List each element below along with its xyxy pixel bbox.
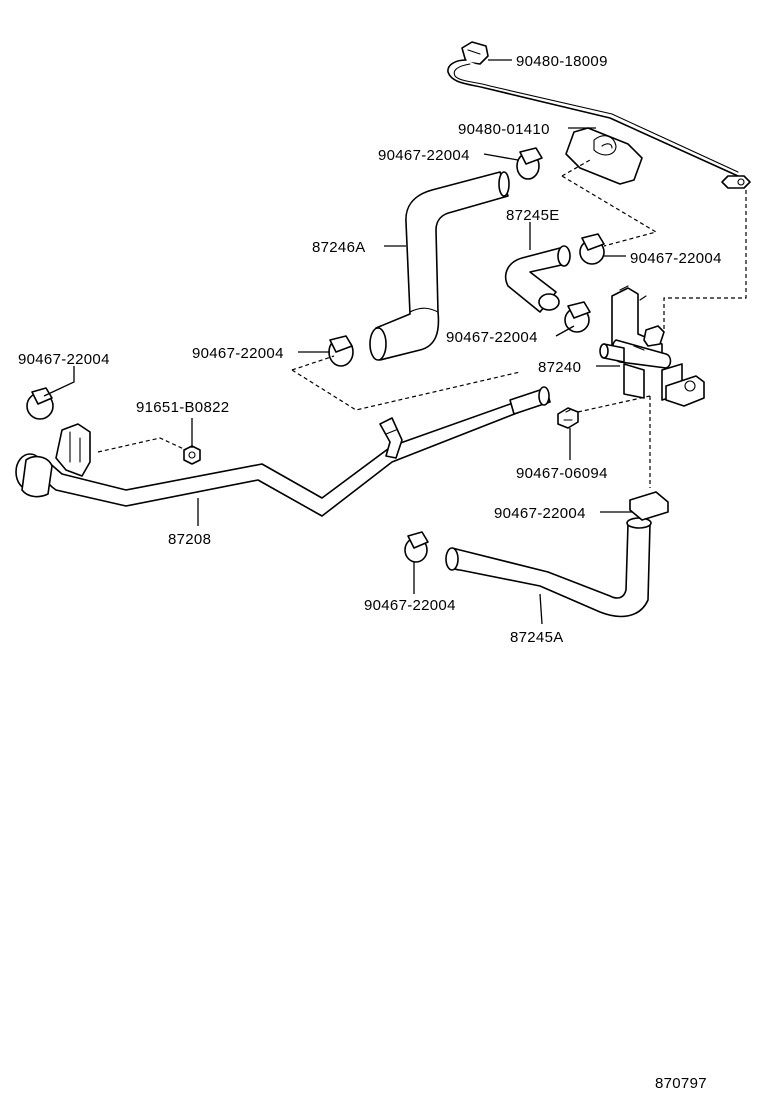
clamp-right[interactable] <box>579 233 605 265</box>
callout-90467-22004-right: 90467-22004 <box>630 250 722 267</box>
clamp-lower-right[interactable] <box>629 491 669 521</box>
callout-90467-22004-lower-center: 90467-22004 <box>364 597 456 614</box>
callout-87240: 87240 <box>538 359 581 376</box>
callout-87246a: 87246A <box>312 239 366 256</box>
water-valve[interactable] <box>599 285 705 407</box>
clip[interactable] <box>557 407 579 429</box>
callout-87245e: 87245E <box>506 207 560 224</box>
callout-90467-06094: 90467-06094 <box>516 465 608 482</box>
hose-87245e[interactable] <box>504 245 571 313</box>
callout-90467-22004-left: 90467-22004 <box>18 351 110 368</box>
grommet[interactable] <box>565 127 643 185</box>
callout-87245a: 87245A <box>510 629 564 646</box>
pipe-87208[interactable] <box>15 386 551 517</box>
clamp-lower-center[interactable] <box>404 531 429 563</box>
callout-90467-22004-mid: 90467-22004 <box>192 345 284 362</box>
callout-90480-18009: 90480-18009 <box>516 53 608 70</box>
hose-87246a[interactable] <box>369 171 510 361</box>
callout-87208: 87208 <box>168 531 211 548</box>
relation-lines <box>97 159 747 488</box>
callout-90467-22004-center: 90467-22004 <box>446 329 538 346</box>
callout-labels: 90480-18009 90480-01410 90467-22004 8724… <box>18 53 722 646</box>
leader-lines <box>43 59 632 625</box>
callout-90480-01410: 90480-01410 <box>458 121 550 138</box>
callout-90467-22004-lower-right: 90467-22004 <box>494 505 586 522</box>
clamp-mid-left[interactable] <box>328 335 354 367</box>
hose-87245a[interactable] <box>445 517 652 618</box>
callout-90467-22004-top: 90467-22004 <box>378 147 470 164</box>
clamp-left[interactable] <box>26 387 54 420</box>
callout-91651-b0822: 91651-B0822 <box>136 399 229 416</box>
nut[interactable] <box>183 445 201 465</box>
clamp-top[interactable] <box>516 147 543 180</box>
diagram-id: 870797 <box>655 1075 707 1092</box>
clamp-center[interactable] <box>564 301 591 333</box>
cable-assembly[interactable] <box>447 41 751 189</box>
